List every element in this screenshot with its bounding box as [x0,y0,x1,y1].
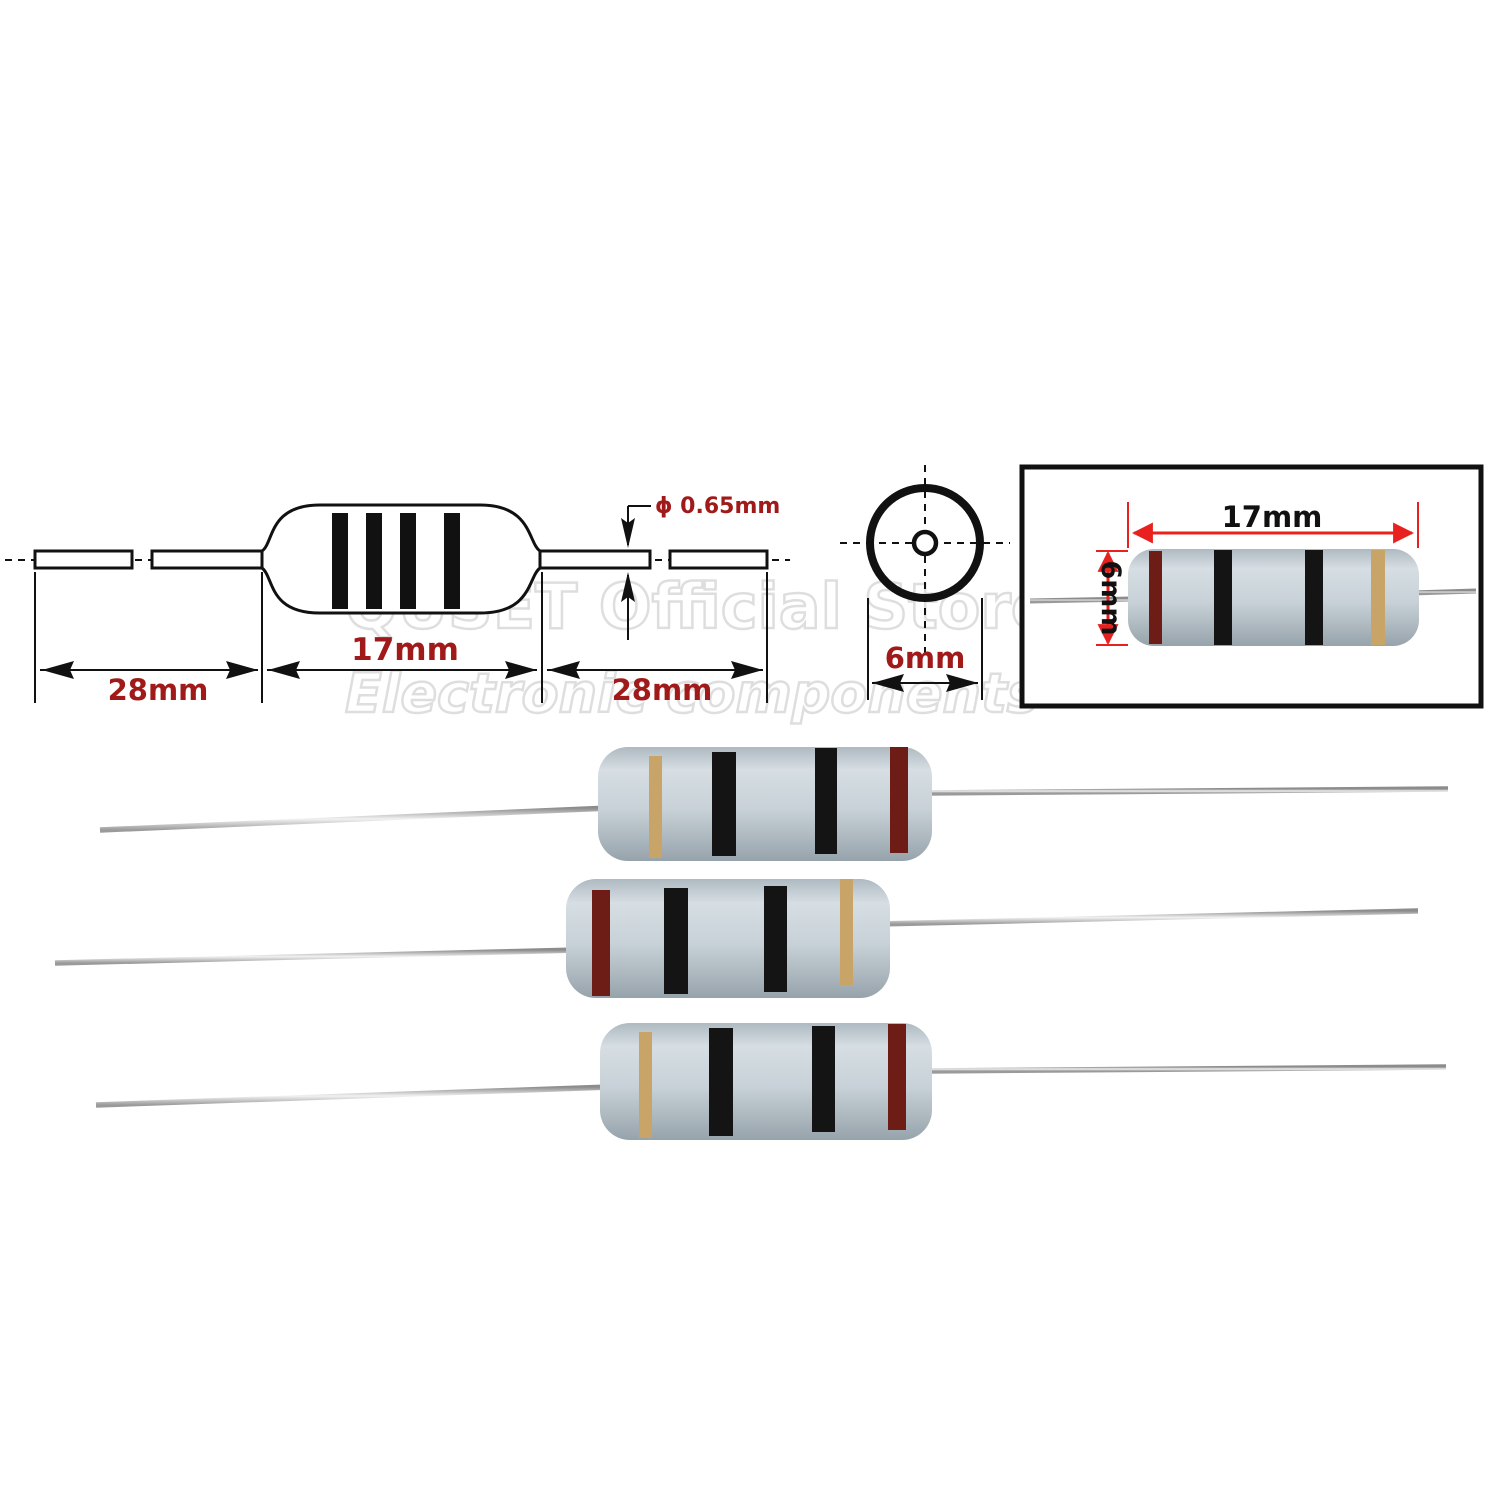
inset-resistor-body [1128,549,1419,646]
resistor-1-body [598,747,932,861]
left-lead-inner [150,549,264,570]
end-view-lead-circle [911,529,939,557]
left-lead [33,549,134,570]
inset-band-black-1 [1214,550,1232,645]
band-3 [400,513,416,609]
dim-lead-diameter-label: ϕ 0.65mm [655,494,780,519]
side-view-drawing: 28mm 17mm 28mm ϕ 0.65mm [5,494,790,707]
resistor-3-body [600,1023,932,1140]
end-view-body-circle [866,484,984,602]
dim-body-length-label: 17mm [351,632,459,668]
watermark-line2: Electronic components [345,662,1039,725]
inset-band-gold [1371,550,1385,645]
inset-diameter-label: 6mm [1095,560,1126,635]
dim-body-diameter-label: 6mm [885,641,966,675]
inset-band-brown [1149,551,1162,644]
inset-band-black-2 [1305,550,1323,645]
dim-lead-right-label: 28mm [612,673,713,707]
inset-length-label: 17mm [1222,500,1323,534]
band-1 [332,513,348,609]
right-lead-inner [538,549,652,570]
band-2 [366,513,382,609]
resistor-photo-2 [54,879,1419,998]
right-lead [668,549,769,570]
resistor-photo-1 [99,747,1449,861]
photo-inset: 17mm 6mm [1019,464,1484,709]
resistor-photo-3 [95,1023,1447,1140]
end-view-drawing: 6mm [840,465,1010,700]
resistor-2-body [566,879,890,998]
band-4 [444,513,460,609]
dim-lead-left-label: 28mm [108,673,209,707]
